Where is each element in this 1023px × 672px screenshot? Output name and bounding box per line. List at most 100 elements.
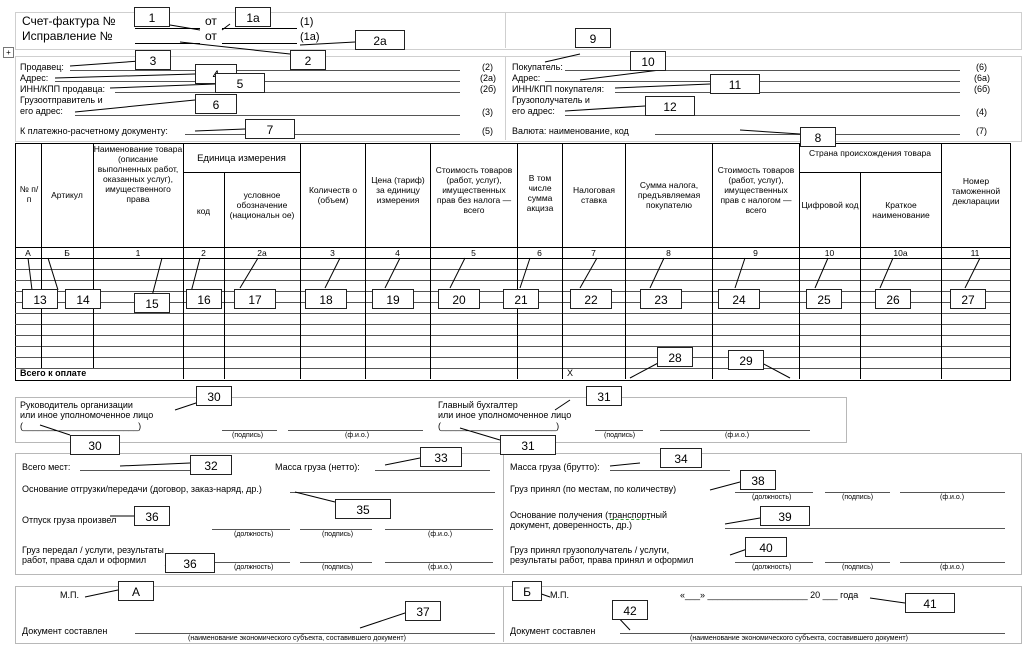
composed-label-left: Документ составлен <box>22 626 108 636</box>
callout-31-bottom: 31 <box>500 435 556 455</box>
callout-30-top: 30 <box>196 386 232 406</box>
received-label-1: Груз принял грузополучатель / услуги, <box>510 545 670 555</box>
buyer-code-7: (7) <box>976 126 987 136</box>
head-label-3: (_______________________) <box>20 421 142 431</box>
buyer-code-6b: (6б) <box>974 84 991 94</box>
accepted-fio-hint: (ф.и.о.) <box>940 494 965 501</box>
col-num-3: 3 <box>330 248 335 258</box>
head-fio-hint: (ф.и.о.) <box>345 432 370 439</box>
composed-hint-left: (наименование экономического субъекта, с… <box>188 635 406 642</box>
col-header-unit-code: код <box>196 206 211 216</box>
callout-2: 2 <box>290 50 326 70</box>
receive-basis-label-2: документ, доверенность, др.) <box>510 520 632 530</box>
buyer-label: Покупатель: <box>512 62 563 72</box>
seller-code-2b: (2б) <box>480 84 497 94</box>
composed-hint-right: (наименование экономического субъекта, с… <box>690 635 908 642</box>
col-header-tax-rate: Налоговая ставка <box>572 185 616 205</box>
goods-table <box>15 143 1011 381</box>
signatures-box <box>15 397 847 443</box>
col-num-8: 8 <box>666 248 671 258</box>
callout-17: 17 <box>234 289 276 309</box>
col-header-num: № п/п <box>19 184 39 204</box>
composed-label-right: Документ составлен <box>510 626 596 636</box>
buyer-code-6: (6) <box>976 62 987 72</box>
transferred-sign-hint: (подпись) <box>322 564 354 571</box>
callout-8: 8 <box>800 127 836 147</box>
callout-12: 12 <box>645 96 695 116</box>
col-num-b: Б <box>64 248 70 258</box>
accountant-fio-hint: (ф.и.о.) <box>725 432 750 439</box>
shipper-label-2: его адрес: <box>20 106 63 116</box>
col-num-9: 9 <box>753 248 758 258</box>
callout-3: 3 <box>135 50 171 70</box>
net-label: Масса груза (нетто): <box>275 462 360 472</box>
callout-1: 1 <box>134 7 170 27</box>
correction-label: Исправление № <box>22 29 113 43</box>
callout-31-top: 31 <box>586 386 622 406</box>
col-header-excise: В том числе сумма акциза <box>526 173 554 213</box>
callout-24: 24 <box>718 289 760 309</box>
seller-label: Продавец: <box>20 62 64 72</box>
col-header-cost-with-tax: Стоимость товаров (работ, услуг), имущес… <box>717 165 795 215</box>
callout-38: 38 <box>740 470 776 490</box>
callout-23: 23 <box>640 289 682 309</box>
seller-code-3: (3) <box>482 107 493 117</box>
callout-42: 42 <box>612 600 648 620</box>
accountant-label-3: (_______________________) <box>438 421 560 431</box>
released-fio-hint: (ф.и.о.) <box>428 531 453 538</box>
col-header-country-name: Краткое наименование <box>872 200 930 220</box>
gross-label: Масса груза (брутто): <box>510 462 600 472</box>
invoice-date-label: от <box>205 14 217 28</box>
callout-b: Б <box>512 581 542 601</box>
table-anchor-icon[interactable]: + <box>3 47 14 58</box>
seller-code-2a: (2а) <box>480 73 497 83</box>
consignee-label-2: его адрес: <box>512 106 555 116</box>
callout-34: 34 <box>660 448 702 468</box>
callout-33: 33 <box>420 447 462 467</box>
callout-37: 37 <box>405 601 441 621</box>
shipper-label-1: Грузоотправитель и <box>20 95 103 105</box>
callout-1a: 1а <box>235 7 271 27</box>
accepted-label: Груз принял (по местам, по количеству) <box>510 484 677 494</box>
callout-16: 16 <box>186 289 222 309</box>
callout-27: 27 <box>950 289 986 309</box>
head-label-2: или иное уполномоченное лицо <box>20 410 154 420</box>
col-header-article: Артикул <box>51 190 83 200</box>
col-num-5: 5 <box>471 248 476 258</box>
callout-2a: 2а <box>355 30 405 50</box>
stamp-label-left: М.П. <box>60 590 79 600</box>
seller-code-2: (2) <box>482 62 493 72</box>
seller-address-label: Адрес: <box>20 73 49 83</box>
released-label: Отпуск груза произвел <box>22 515 117 525</box>
callout-13: 13 <box>22 289 58 309</box>
callout-10: 10 <box>630 51 666 71</box>
col-num-7: 7 <box>591 248 596 258</box>
callout-26: 26 <box>875 289 911 309</box>
seller-code-5: (5) <box>482 126 493 136</box>
accountant-label-2: или иное уполномоченное лицо <box>438 410 572 420</box>
total-x: X <box>567 368 574 378</box>
callout-21: 21 <box>503 289 539 309</box>
buyer-code-4: (4) <box>976 107 987 117</box>
buyer-address-label: Адрес: <box>512 73 541 83</box>
col-num-10a: 10а <box>893 248 908 258</box>
col-header-customs: Номер таможенной декларации <box>951 176 1001 206</box>
code-1a: (1а) <box>300 31 320 43</box>
col-num-4: 4 <box>395 248 400 258</box>
payment-doc-label: К платежно-расчетному документу: <box>20 126 168 136</box>
invoice-label: Счет-фактура № <box>22 14 116 28</box>
basis-label: Основание отгрузки/передачи (договор, за… <box>22 484 262 494</box>
col-header-unit-name: условное обозначение (национальн ое) <box>229 190 295 220</box>
callout-7: 7 <box>245 119 295 139</box>
callout-19: 19 <box>372 289 414 309</box>
correction-date-label: от <box>205 29 217 43</box>
callout-28: 28 <box>657 347 693 367</box>
callout-22: 22 <box>570 289 612 309</box>
received-fio-hint: (ф.и.о.) <box>940 564 965 571</box>
accepted-position-hint: (должность) <box>752 494 792 501</box>
callout-a: А <box>118 581 154 601</box>
head-label-1: Руководитель организации <box>20 400 133 410</box>
released-position-hint: (должность) <box>234 531 274 538</box>
transferred-fio-hint: (ф.и.о.) <box>428 564 453 571</box>
col-header-name: Наименование товара (описание выполненны… <box>93 144 183 204</box>
